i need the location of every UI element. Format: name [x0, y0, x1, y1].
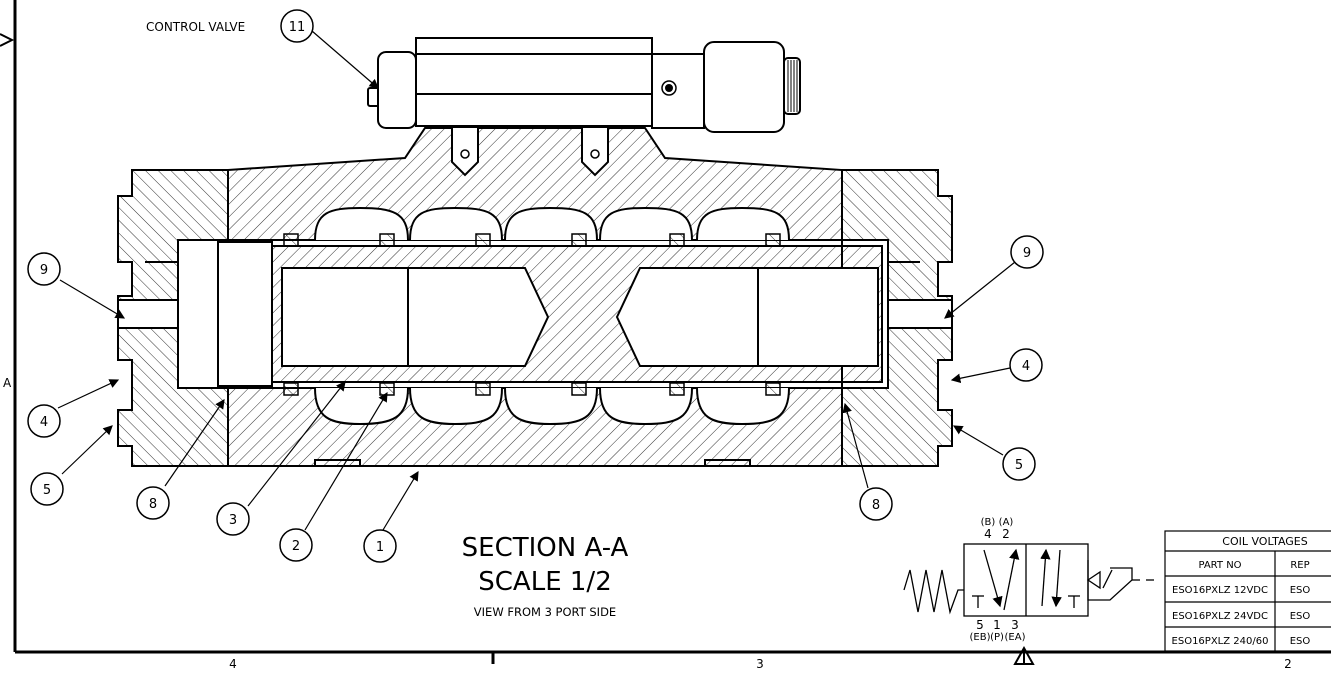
- svg-text:(P): (P): [990, 632, 1004, 643]
- balloon-8-right: [859, 487, 893, 521]
- balloon-4-right: [1009, 348, 1043, 382]
- svg-text:3: 3: [229, 513, 237, 528]
- svg-text:2: 2: [1284, 657, 1292, 671]
- zone-markers: 4 3 2: [229, 657, 1292, 671]
- balloon-numbers: 11 9 9 4 4 5 5 8 8 3 2 1: [40, 20, 1031, 555]
- balloon-5-right: [1002, 447, 1036, 481]
- balloon-9-left: [27, 252, 61, 286]
- svg-text:4: 4: [229, 657, 237, 671]
- coil-row-1-part: ESO16PXLZ 12VDC: [1172, 585, 1268, 596]
- svg-text:3: 3: [756, 657, 764, 671]
- balloon-5-left: [30, 472, 64, 506]
- svg-text:3: 3: [1011, 618, 1019, 632]
- svg-text:(A): (A): [999, 517, 1014, 528]
- balloon-4-left: [27, 404, 61, 438]
- svg-text:(B): (B): [981, 517, 996, 528]
- balloons: [27, 9, 1044, 563]
- svg-text:2: 2: [292, 539, 300, 554]
- coil-row-2-rep: ESO: [1290, 611, 1311, 622]
- o-rings: [283, 233, 781, 396]
- balloon-11: [280, 9, 314, 43]
- svg-text:11: 11: [289, 20, 306, 35]
- svg-text:4: 4: [40, 415, 48, 430]
- balloon-3: [216, 502, 250, 536]
- svg-text:(EB): (EB): [970, 632, 991, 643]
- section-marker-a: A: [3, 376, 12, 390]
- svg-text:SCALE 1/2: SCALE 1/2: [478, 567, 611, 597]
- svg-text:COIL VOLTAGES: COIL VOLTAGES: [1222, 535, 1307, 548]
- coil-row-1-rep: ESO: [1290, 585, 1311, 596]
- svg-text:5: 5: [976, 618, 984, 632]
- svg-text:9: 9: [40, 263, 48, 278]
- leader-lines: [57, 30, 1016, 531]
- left-piston: [217, 241, 273, 387]
- valve-symbol: [903, 543, 1154, 617]
- svg-text:8: 8: [872, 498, 880, 513]
- spool: [271, 245, 883, 383]
- svg-text:4: 4: [984, 527, 992, 541]
- coil-row-3-part: ESO16PXLZ 240/60: [1172, 636, 1269, 647]
- svg-text:4: 4: [1022, 359, 1030, 374]
- svg-text:5: 5: [43, 483, 51, 498]
- svg-text:SECTION A-A: SECTION A-A: [462, 533, 629, 563]
- coil-header-part: PART NO: [1198, 560, 1241, 571]
- svg-text:1: 1: [993, 618, 1001, 632]
- control-valve-label: CONTROL VALVE: [146, 20, 245, 34]
- svg-text:1: 1: [376, 540, 384, 555]
- coil-header-rep: REP: [1290, 560, 1309, 571]
- balloon-1: [363, 529, 397, 563]
- pilot-screws: [460, 149, 600, 159]
- balloon-8-left: [136, 486, 170, 520]
- section-title: SECTION A-A SCALE 1/2 VIEW FROM 3 PORT S…: [462, 533, 629, 619]
- symbol-port-labels: (B) (A) 4 2 5 1 3 (EB) (P) (EA): [970, 517, 1026, 643]
- coil-row-3-rep: ESO: [1290, 636, 1311, 647]
- coil-row-2-part: ESO16PXLZ 24VDC: [1172, 611, 1268, 622]
- balloon-2: [279, 528, 313, 562]
- coil-voltages-table: [1164, 530, 1331, 652]
- svg-text:5: 5: [1015, 458, 1023, 473]
- svg-text:(EA): (EA): [1005, 632, 1026, 643]
- center-mark: [1013, 645, 1035, 665]
- balloon-9-right: [1010, 235, 1044, 269]
- svg-text:9: 9: [1023, 246, 1031, 261]
- svg-text:8: 8: [149, 497, 157, 512]
- control-valve: [367, 37, 801, 133]
- svg-text:VIEW FROM 3 PORT SIDE: VIEW FROM 3 PORT SIDE: [474, 605, 616, 619]
- coil-table-text: COIL VOLTAGES PART NO REP ESO16PXLZ 12VD…: [1172, 535, 1311, 647]
- svg-text:2: 2: [1002, 527, 1010, 541]
